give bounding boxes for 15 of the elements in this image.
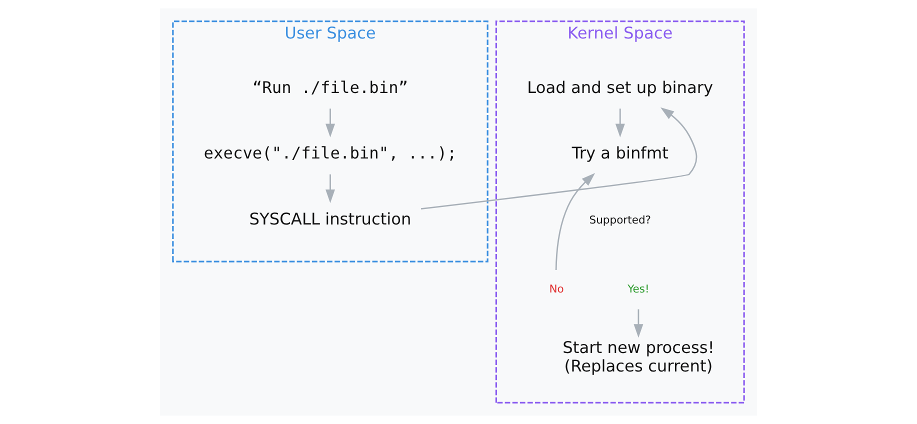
node-text: No [549,282,564,296]
arrow [555,173,596,270]
label: Supported? [589,213,652,226]
arrow [326,108,336,138]
node-text: “Run ./file.bin” [252,78,408,97]
node-text: SYSCALL instruction [249,209,412,228]
arrow [420,107,698,210]
node-text: execve("./file.bin", ...); [204,144,457,163]
node-text: Yes! [628,282,650,296]
arrow [326,174,336,204]
arrow [634,309,644,338]
node-text: Load and set up binary [527,78,714,97]
arrow [615,108,625,138]
node-text: Try a binfmt [572,144,668,163]
node-text: Start new process! (Replaces current) [562,338,714,376]
